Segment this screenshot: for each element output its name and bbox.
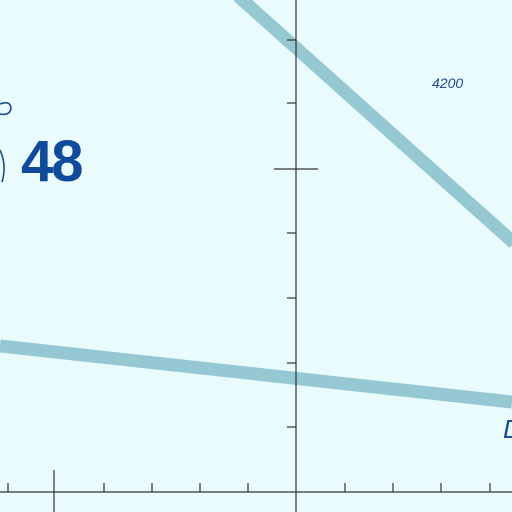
route-line-horizontal bbox=[0, 339, 512, 409]
elevation-label: 4200 bbox=[432, 75, 464, 91]
route-line-diagonal bbox=[233, 0, 512, 248]
edge-letter-label: D bbox=[503, 414, 512, 445]
graticule-horizontal bbox=[0, 470, 512, 512]
graticule-vertical bbox=[274, 0, 318, 512]
left-edge-symbol bbox=[0, 101, 12, 183]
grid-number-label: 48 bbox=[21, 129, 83, 194]
